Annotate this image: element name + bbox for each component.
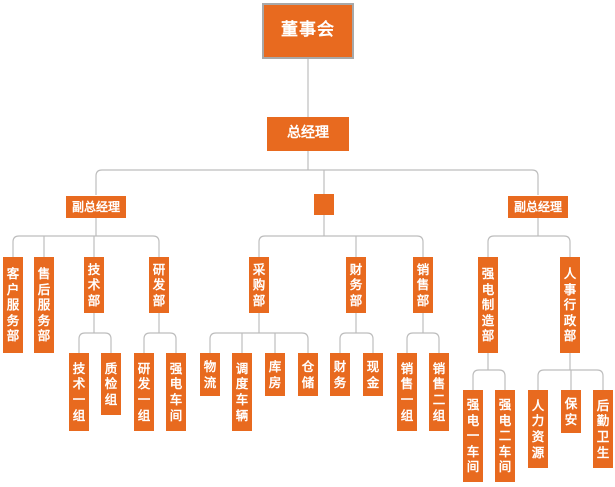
dept-strong-power-mfg-node: 强电制造部 bbox=[478, 257, 498, 353]
team-storage-node: 仓储 bbox=[298, 353, 318, 396]
dept-after-sales-node: 售后服务部 bbox=[34, 257, 54, 353]
dept-customer-service-node: 客户服务部 bbox=[3, 257, 23, 353]
deputy-gm-right-node: 副总经理 bbox=[508, 196, 568, 218]
team-logistics-hygiene-node: 后勤卫生 bbox=[593, 390, 613, 468]
connector-line-6 bbox=[12, 235, 160, 257]
connector-line-23 bbox=[339, 332, 374, 353]
team-logistics-node: 物流 bbox=[200, 353, 220, 396]
dept-purchasing-node: 采购部 bbox=[249, 257, 269, 313]
team-strong-power-workshop-1-node: 强电一车间 bbox=[463, 390, 483, 482]
connector-line-17 bbox=[143, 332, 177, 353]
team-dispatch-vehicles-node: 调度车辆 bbox=[232, 353, 252, 431]
dept-finance-node: 财务部 bbox=[346, 257, 366, 313]
center-blank-node bbox=[314, 194, 334, 215]
team-qc-node: 质检组 bbox=[101, 353, 121, 415]
deputy-gm-left-node: 副总经理 bbox=[66, 196, 126, 218]
team-hr-resources-node: 人力资源 bbox=[528, 390, 548, 468]
team-sales-2-node: 销售二组 bbox=[429, 353, 449, 431]
dept-sales-node: 销售部 bbox=[413, 257, 433, 313]
connector-line-25 bbox=[406, 332, 440, 353]
team-sales-1-node: 销售一组 bbox=[397, 353, 417, 431]
connector-line-15 bbox=[78, 332, 112, 353]
connector-line-19 bbox=[209, 332, 309, 353]
connector-line-10 bbox=[258, 235, 424, 257]
team-strong-power-workshop-2-node: 强电二车间 bbox=[495, 390, 515, 482]
team-security-node: 保安 bbox=[561, 390, 581, 433]
general-manager-node: 总经理 bbox=[267, 117, 349, 151]
team-accounting-node: 财务 bbox=[330, 353, 350, 396]
team-warehouse-node: 库房 bbox=[265, 353, 285, 396]
dept-hr-admin-node: 人事行政部 bbox=[560, 257, 580, 353]
connector-line-3 bbox=[95, 169, 539, 195]
team-tech-1-node: 技术一组 bbox=[69, 353, 89, 431]
team-strong-power-workshop-node: 强电车间 bbox=[166, 353, 186, 431]
dept-rnd-node: 研发部 bbox=[149, 257, 169, 313]
dept-tech-node: 技术部 bbox=[84, 257, 104, 313]
connector-line-13 bbox=[487, 235, 571, 257]
board-of-directors-node: 董事会 bbox=[262, 3, 354, 59]
connector-line-27 bbox=[472, 369, 506, 390]
team-cash-node: 现金 bbox=[363, 353, 383, 396]
team-rnd-1-node: 研发一组 bbox=[134, 353, 154, 431]
